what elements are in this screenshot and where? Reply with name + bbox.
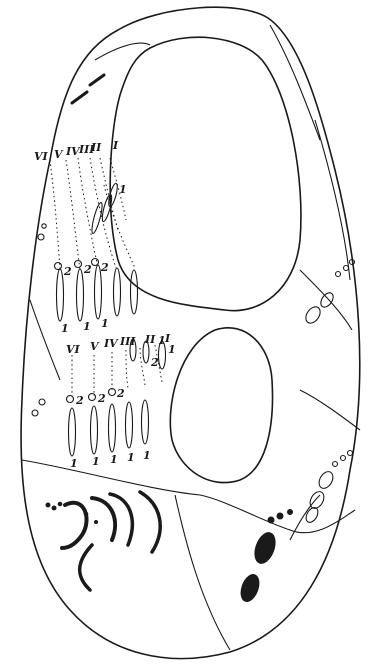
arabic-label: 1 bbox=[143, 449, 151, 462]
roman-label: V bbox=[54, 148, 64, 161]
granule-group bbox=[238, 495, 320, 604]
small-circle bbox=[348, 451, 353, 456]
arabic-label: 2 bbox=[83, 263, 92, 276]
arabic-label: 1 bbox=[61, 322, 69, 335]
small-circle bbox=[344, 266, 349, 271]
arabic-label: 2 bbox=[100, 261, 109, 274]
arabic-label: 2 bbox=[63, 265, 72, 278]
dash bbox=[72, 92, 87, 103]
arabic-label: 2 bbox=[150, 356, 159, 369]
left-divider bbox=[30, 300, 60, 380]
roman-label: IV bbox=[103, 337, 119, 350]
roman-label: V bbox=[90, 340, 100, 353]
arabic-label: 1 bbox=[110, 453, 118, 466]
small-circle bbox=[341, 456, 346, 461]
small-circle bbox=[333, 462, 338, 467]
small-circle bbox=[32, 410, 38, 416]
right-vesicle bbox=[318, 291, 335, 310]
lower-vacuole bbox=[170, 328, 272, 483]
roman-label: VI bbox=[34, 150, 49, 163]
arabic-label: 1 bbox=[127, 451, 135, 464]
small-circle bbox=[39, 399, 45, 405]
roman-label: I bbox=[112, 139, 119, 152]
arabic-label: 1 bbox=[83, 320, 91, 333]
arabic-label: 1 bbox=[168, 343, 176, 356]
hook-group bbox=[46, 492, 160, 590]
small-circle bbox=[42, 224, 46, 228]
roman-label: II bbox=[144, 333, 156, 346]
arabic-label: 1 bbox=[119, 183, 127, 196]
right-vesicle bbox=[303, 304, 323, 326]
arabic-label: 1 bbox=[101, 317, 109, 330]
lower-roman-labels: VI V IV III II I bbox=[66, 332, 171, 356]
right-divider bbox=[300, 270, 360, 430]
arabic-label: 1 bbox=[92, 455, 100, 468]
arabic-label: 2 bbox=[75, 394, 84, 407]
upper-roman-labels: VI V IV III II I bbox=[34, 139, 119, 163]
arabic-label: 1 bbox=[70, 457, 78, 470]
dash bbox=[90, 75, 104, 85]
small-circle bbox=[336, 272, 341, 277]
right-vesicle bbox=[304, 506, 321, 525]
outer-outline bbox=[21, 7, 360, 658]
arabic-label: 1 bbox=[158, 334, 166, 347]
bottom-curve bbox=[175, 495, 230, 650]
roman-label: VI bbox=[66, 343, 81, 356]
arabic-label: 2 bbox=[97, 392, 106, 405]
upper-vacuole bbox=[110, 37, 301, 310]
lower-divider bbox=[22, 460, 355, 533]
roman-label: II bbox=[90, 141, 102, 154]
right-vesicle bbox=[316, 469, 335, 491]
lower-arabic-labels: 2 2 2 2 1 1 1 1 1 1 1 bbox=[70, 334, 176, 470]
right-vesicle bbox=[307, 489, 326, 511]
small-circle bbox=[38, 234, 44, 240]
roman-label: III bbox=[119, 335, 136, 348]
arabic-label: 2 bbox=[116, 387, 125, 400]
